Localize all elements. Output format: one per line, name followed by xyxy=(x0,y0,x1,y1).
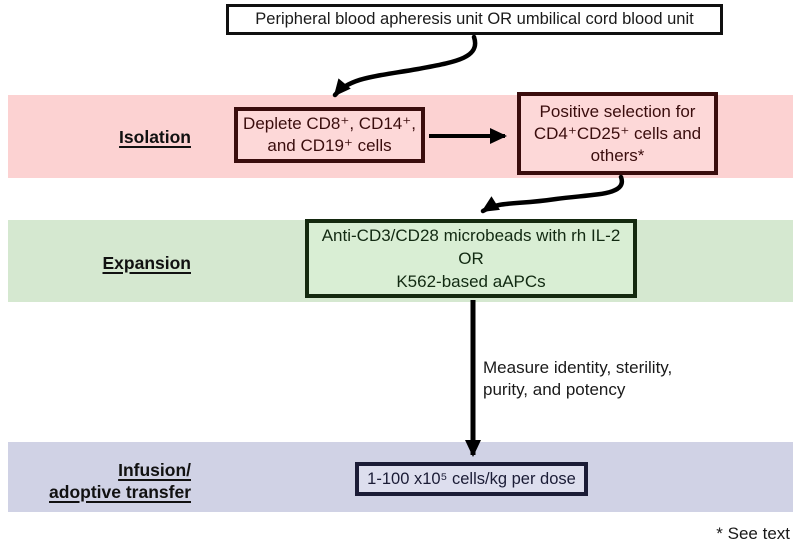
quality-measures-line2: purity, and potency xyxy=(483,380,626,399)
expansion-step-box: Anti-CD3/CD28 microbeads with rh IL-2 OR… xyxy=(305,219,637,298)
isolation-stage-label: Isolation xyxy=(8,126,191,148)
infusion-stage-label: Infusion/ adoptive transfer xyxy=(8,459,191,503)
positive-selection-line2: CD4⁺CD25⁺ cells and xyxy=(533,123,702,143)
infusion-stage-label-line1: Infusion/ xyxy=(118,460,191,480)
dose-box: 1-100 x10⁵ cells/kg per dose xyxy=(355,462,588,496)
depletion-step-box: Deplete CD8⁺, CD14⁺, and CD19⁺ cells xyxy=(234,107,425,163)
arrow-positive-to-expansion xyxy=(480,174,625,214)
arrow-source-to-deplete xyxy=(332,34,478,98)
positive-selection-step-box: Positive selection for CD4⁺CD25⁺ cells a… xyxy=(517,92,718,175)
source-material-box: Peripheral blood apheresis unit OR umbil… xyxy=(226,4,723,35)
expansion-stage-label: Expansion xyxy=(8,252,192,274)
footnote-see-text: * See text xyxy=(716,524,790,543)
depletion-step-line2: and CD19⁺ cells xyxy=(267,136,392,155)
isolation-stage-label-text: Isolation xyxy=(119,127,191,147)
source-material-text: Peripheral blood apheresis unit OR umbil… xyxy=(255,10,694,28)
depletion-step-line1: Deplete CD8⁺, CD14⁺, xyxy=(243,114,416,133)
expansion-step-line3: K562-based aAPCs xyxy=(396,272,546,291)
dose-text: 1-100 x10⁵ cells/kg per dose xyxy=(367,469,576,488)
quality-measures-line1: Measure identity, sterility, xyxy=(483,358,673,377)
expansion-stage-label-text: Expansion xyxy=(102,253,192,273)
expansion-step-line2: OR xyxy=(458,249,484,268)
positive-selection-line1: Positive selection for xyxy=(539,101,696,121)
quality-measures-note: Measure identity, sterility, purity, and… xyxy=(483,357,713,401)
positive-selection-line3: others* xyxy=(590,145,645,165)
infusion-stage-label-line2: adoptive transfer xyxy=(49,482,191,502)
expansion-step-line1: Anti-CD3/CD28 microbeads with rh IL-2 xyxy=(321,226,621,245)
